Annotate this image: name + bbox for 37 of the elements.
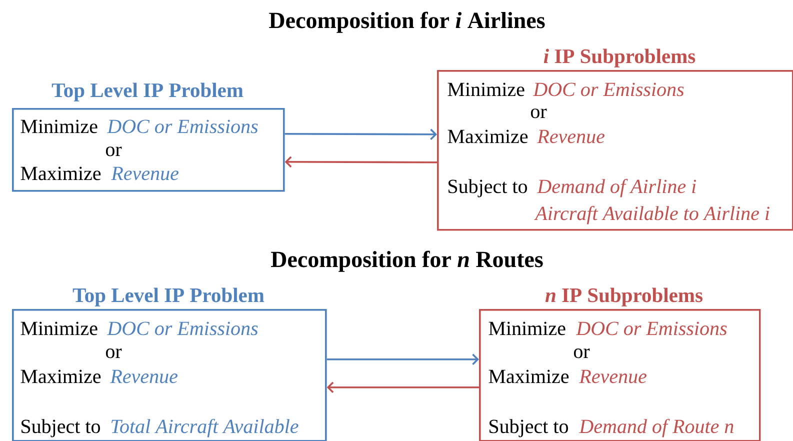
keyword-text: Minimize: [448, 82, 524, 96]
diagram-title: Decomposition for i Airlines: [269, 12, 545, 33]
keyword-text: Maximize: [448, 130, 528, 144]
keyword-text: Maximize: [488, 370, 569, 384]
constraint-text: Demand of Route n: [578, 418, 734, 438]
arrow: [326, 382, 479, 394]
arrow: [284, 156, 437, 168]
keyword-text: Maximize: [20, 166, 101, 180]
constraint-text: Aircraft Available to Airline i: [534, 206, 770, 224]
keyword-text: or: [530, 108, 547, 118]
constraint-text: Demand of Airline i: [536, 178, 696, 198]
keyword-text: Minimize: [20, 322, 98, 336]
objective-text: Revenue: [110, 370, 178, 384]
keyword-text: or: [106, 348, 122, 358]
objective-text: DOC or Emissions: [532, 82, 684, 96]
box-heading: Top Level IP Problem: [52, 82, 244, 102]
arrow: [326, 354, 479, 366]
section-title: Decomposition for n Routes: [271, 250, 543, 272]
objective-text: DOC or Emissions: [576, 322, 727, 336]
keyword-text: Subject to: [490, 419, 568, 438]
constraint-text: Total Aircraft Available: [112, 418, 298, 438]
box-heading: i IP Subproblems: [544, 48, 696, 68]
arrow: [284, 128, 437, 140]
keyword-text: or: [106, 146, 122, 156]
objective-text: DOC or Emissions: [107, 322, 258, 336]
objective-text: DOC or Emissions: [107, 120, 258, 134]
keyword-text: Maximize: [20, 370, 101, 384]
objective-text: Revenue: [537, 130, 604, 144]
box-heading: n IP Subproblems: [545, 288, 702, 306]
keyword-text: Subject to: [448, 179, 527, 198]
keyword-text: Subject to: [22, 419, 100, 438]
keyword-text: Minimize: [488, 322, 566, 336]
objective-text: Revenue: [111, 166, 178, 180]
keyword-text: Minimize: [20, 120, 98, 134]
keyword-text: or: [574, 348, 590, 358]
box-heading: Top Level IP Problem: [72, 288, 264, 306]
objective-text: Revenue: [579, 370, 646, 384]
